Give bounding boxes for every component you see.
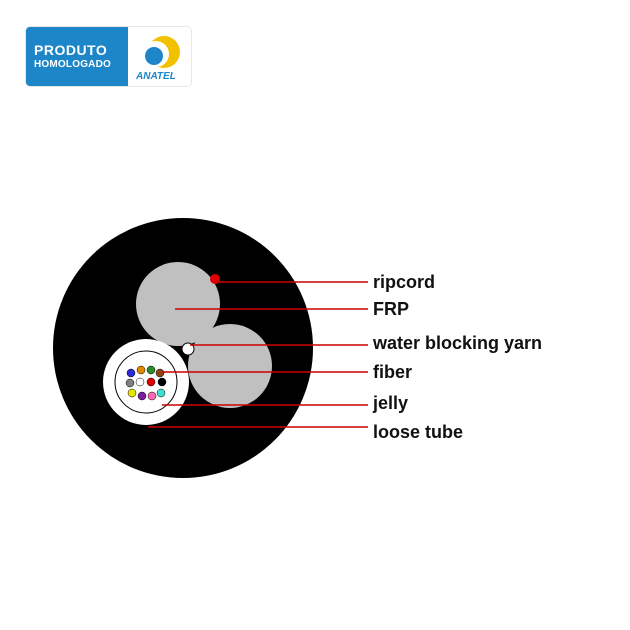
label-ripcord: ripcord bbox=[373, 272, 435, 292]
fiber-orange bbox=[136, 365, 146, 375]
badge-line1: PRODUTO bbox=[34, 41, 108, 58]
label-water-blocking-yarn: water blocking yarn bbox=[372, 333, 542, 353]
frp-rod-lower bbox=[188, 324, 272, 408]
fiber-bundle bbox=[125, 365, 167, 401]
fiber-red bbox=[146, 377, 156, 387]
fiber-black bbox=[157, 377, 167, 387]
fiber-white bbox=[135, 377, 145, 387]
jelly-fill bbox=[114, 350, 178, 414]
fiber-violet bbox=[137, 391, 147, 401]
fiber-rose bbox=[147, 391, 157, 401]
frp-rod-upper bbox=[136, 262, 220, 346]
label-loose-tube: loose tube bbox=[373, 422, 463, 442]
label-fiber: fiber bbox=[373, 362, 412, 382]
badge-text-panel: PRODUTO HOMOLOGADO bbox=[26, 27, 128, 86]
anatel-logo-text: ANATEL bbox=[136, 71, 176, 82]
anatel-homologation-badge: PRODUTO HOMOLOGADO ANATEL bbox=[26, 27, 191, 86]
fiber-slate bbox=[125, 378, 135, 388]
water-blocking-yarn bbox=[181, 342, 195, 356]
fiber-yellow bbox=[127, 388, 137, 398]
anatel-logo-panel: ANATEL bbox=[128, 27, 191, 86]
leader-lines bbox=[148, 281, 368, 428]
fiber-green bbox=[146, 365, 156, 375]
fiber-brown bbox=[155, 368, 165, 378]
fiber-blue bbox=[126, 368, 136, 378]
fiber-aqua bbox=[156, 388, 166, 398]
label-jelly: jelly bbox=[372, 393, 408, 413]
label-frp: FRP bbox=[373, 299, 409, 319]
badge-line2: HOMOLOGADO bbox=[34, 58, 111, 70]
anatel-logo-icon bbox=[143, 36, 180, 68]
